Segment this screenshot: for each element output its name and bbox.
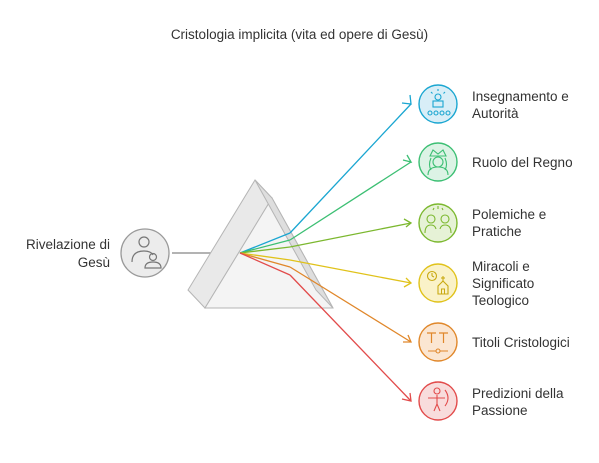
ray-5 [239, 252, 291, 268]
diagram-title: Cristologia implicita (vita ed opere di … [170, 27, 429, 42]
beam-4 [289, 259, 412, 284]
output-label-line: Passione [472, 403, 528, 418]
output-label-line: Teologico [472, 293, 530, 308]
output-label-predizioni: Predizioni della Passione [472, 385, 597, 419]
rays [239, 94, 413, 402]
output-label-line: Ruolo del Regno [472, 155, 573, 170]
prism [187, 179, 334, 309]
output-label-insegnamento: Insegnamento e Autorità [472, 88, 597, 122]
output-label-ruolo: Ruolo del Regno [472, 154, 597, 171]
beam-3 [289, 222, 412, 248]
beam-6 [289, 274, 412, 402]
output-label-line: Significato [472, 276, 535, 291]
output-label-line: Autorità [472, 106, 519, 121]
beam-5 [289, 266, 412, 343]
output-label-polemiche: Polemiche e Pratiche [472, 206, 597, 240]
typography-icon [418, 322, 458, 362]
church-icon [418, 263, 458, 303]
debate-icon [418, 203, 458, 243]
beam-1 [289, 103, 412, 234]
output-label-line: Predizioni della [472, 386, 564, 401]
archer-icon [418, 381, 458, 421]
source-label-line2: Gesù [77, 255, 110, 270]
source-label-line1: Rivelazione di [25, 237, 110, 252]
ray-6 [239, 252, 291, 276]
output-label-miracoli: Miracoli e Significato Teologico [472, 258, 597, 309]
output-label-line: Miracoli e [472, 259, 530, 274]
ray-1 [239, 232, 291, 254]
ray-3 [239, 246, 291, 254]
output-label-line: Insegnamento e [472, 89, 569, 104]
output-label-line: Titoli Cristologici [472, 335, 570, 350]
source-label: Rivelazione di Gesù [14, 236, 110, 272]
teacher-icon [418, 84, 458, 124]
person-with-child-icon [120, 228, 170, 278]
output-label-line: Polemiche e [472, 207, 547, 222]
beam-2 [289, 161, 412, 241]
ray-4 [239, 252, 291, 261]
output-label-titoli: Titoli Cristologici [472, 334, 597, 351]
output-label-line: Pratiche [472, 224, 522, 239]
king-icon [418, 142, 458, 182]
ray-2 [239, 239, 291, 254]
